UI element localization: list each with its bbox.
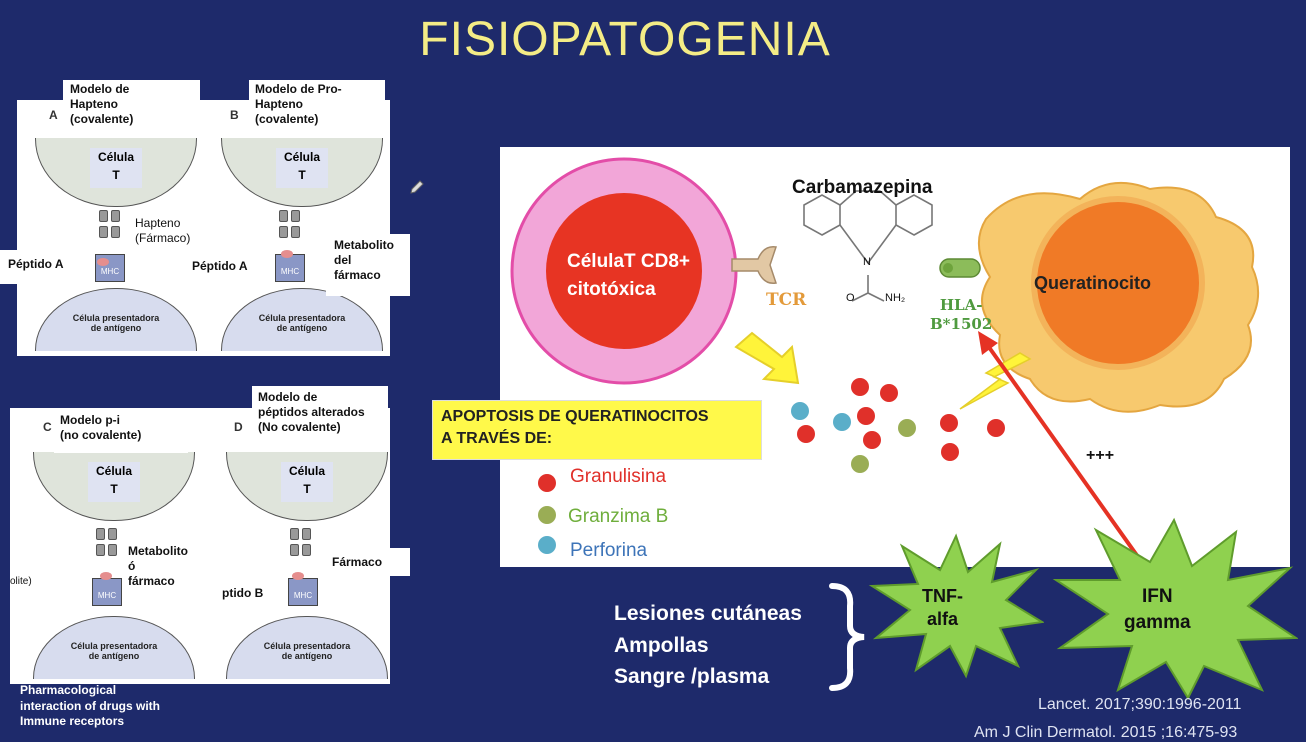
hla-label: HLA- B*1502	[930, 296, 993, 333]
model-d-letter: D	[234, 420, 243, 434]
model-c-drug	[100, 572, 112, 580]
model-a-t-cell-label: Célula T	[90, 148, 142, 188]
model-c-letter: C	[43, 420, 52, 434]
granule-red-3	[857, 407, 875, 425]
model-b-left-label: Péptido A	[188, 252, 256, 282]
drug-o-atom: O	[846, 292, 855, 304]
model-a-letter: A	[49, 108, 58, 122]
model-c-receptor	[96, 528, 118, 568]
t-cell-inner	[546, 193, 702, 349]
model-a-drug	[97, 258, 109, 266]
model-a-apc: Célula presentadora de antígeno	[35, 288, 197, 351]
model-a-t-cell: Célula T	[35, 138, 197, 207]
outcomes-list: Lesiones cutáneas Ampollas Sangre /plasm…	[614, 598, 802, 693]
legend-granzima: Granzima B	[568, 506, 669, 527]
legend-perforina-dot	[538, 536, 556, 554]
slide-title: FISIOPATOGENIA	[419, 13, 831, 66]
drug-name: Carbamazepina	[792, 177, 933, 198]
t-cell-label: CélulaT CD8+ citotóxica	[567, 251, 691, 300]
ifn-arrow-head	[978, 331, 998, 355]
legend-granulisina: Granulisina	[570, 466, 667, 487]
legend-granzima-dot	[538, 506, 556, 524]
tcr-receptor	[731, 246, 777, 284]
outcome-blisters: Ampollas	[614, 633, 709, 657]
model-b-side-label: Metabolito del fármaco	[326, 234, 410, 296]
model-c-t-cell-label: Célula T	[88, 462, 140, 502]
granule-green-1	[898, 419, 916, 437]
carbamazepine-structure	[803, 190, 933, 302]
model-d-receptor	[290, 528, 312, 568]
legend-granulisina-dot	[538, 474, 556, 492]
model-b-mhc: MHC	[275, 254, 305, 282]
model-c-title: Modelo p-i (no covalente)	[54, 410, 188, 453]
model-b-letter: B	[230, 108, 239, 122]
image-credit: Pharmacological interaction of drugs wit…	[20, 683, 160, 729]
keratinocyte-nucleus	[1031, 196, 1205, 370]
model-c-side-label: Metabolito ó fármaco	[128, 544, 188, 588]
apoptosis-text: APOPTOSIS DE QUERATINOCITOS A TRAVÉS DE:	[441, 408, 709, 447]
model-a-receptor	[99, 210, 121, 250]
models-panel-top: A Célula T MHC Célula presentadora de an…	[17, 100, 390, 356]
ifn-label: IFN gamma	[1124, 586, 1191, 633]
model-c-apc-label: Célula presentadora de antígeno	[70, 641, 158, 661]
model-c-mhc: MHC	[92, 578, 122, 606]
model-a-side-label: Hapteno (Fármaco)	[135, 216, 191, 245]
keratinocyte-label: Queratinocito	[1034, 273, 1152, 293]
legend-perforina: Perforina	[570, 540, 648, 561]
outcome-lesions: Lesiones cutáneas	[614, 602, 802, 625]
tnf-burst	[868, 533, 1044, 679]
tcr-label: TCR	[766, 290, 807, 310]
model-c-left-label: olite)	[10, 576, 32, 587]
model-b-receptor	[279, 210, 301, 250]
model-c-apc: Célula presentadora de antígeno	[33, 616, 195, 679]
granule-red-7	[941, 443, 959, 461]
hla-knob	[943, 263, 953, 273]
model-a-left-label: Péptido A	[0, 250, 76, 284]
pencil-icon	[410, 180, 424, 194]
granule-red-1	[851, 378, 869, 396]
ifn-arrow-line	[984, 341, 1148, 567]
plus-signs: +++	[1086, 447, 1115, 464]
model-d-title: Modelo de péptidos alterados (No covalen…	[252, 386, 388, 450]
model-d-t-cell-label: Célula T	[281, 462, 333, 502]
outcome-blood: Sangre /plasma	[614, 665, 770, 688]
model-b-drug	[281, 250, 293, 258]
arrow-yellow	[734, 331, 800, 385]
apoptosis-box: APOPTOSIS DE QUERATINOCITOS A TRAVÉS DE:	[432, 400, 762, 460]
granule-red-5	[863, 431, 881, 449]
model-b-t-cell: Célula T	[221, 138, 383, 207]
model-d-apc-label: Célula presentadora de antígeno	[263, 641, 351, 661]
tnf-label: TNF- alfa	[922, 586, 963, 629]
drug-nh2-group: NH₂	[885, 292, 906, 304]
model-b-apc-label: Célula presentadora de antígeno	[258, 313, 346, 333]
model-d-t-cell: Célula T	[226, 452, 388, 521]
models-panel-bottom: C Célula T MHC Célula presentadora de an…	[10, 408, 390, 684]
model-c-t-cell: Célula T	[33, 452, 195, 521]
curly-brace-icon	[829, 583, 865, 691]
granule-red-2	[880, 384, 898, 402]
granule-blue-2	[833, 413, 851, 431]
model-d-apc: Célula presentadora de antígeno	[226, 616, 388, 679]
granule-red-6	[940, 414, 958, 432]
granule-blue-1	[791, 402, 809, 420]
model-b-apc: Célula presentadora de antígeno	[221, 288, 383, 351]
lightning-bolt	[959, 352, 1032, 410]
model-a-apc-label: Célula presentadora de antígeno	[72, 313, 160, 333]
drug-n-atom: N	[863, 256, 871, 268]
model-b-t-cell-label: Célula T	[276, 148, 328, 188]
reference-2: Am J Clin Dermatol. 2015 ;16:475-93	[974, 724, 1238, 741]
model-d-mhc: MHC	[288, 578, 318, 606]
granule-red-8	[987, 419, 1005, 437]
model-d-drug	[292, 572, 304, 580]
mechanism-graphics	[510, 157, 1259, 567]
reference-1: Lancet. 2017;390:1996-2011	[1038, 696, 1242, 713]
granule-red-4	[797, 425, 815, 443]
granule-green-2	[851, 455, 869, 473]
model-d-left-label: ptido B	[222, 586, 264, 600]
ifn-burst	[1052, 517, 1298, 700]
model-a-title: Modelo de Hapteno (covalente)	[63, 80, 200, 138]
model-d-side-label: Fármaco	[326, 548, 410, 576]
model-b-title: Modelo de Pro- Hapteno (covalente)	[249, 80, 385, 138]
